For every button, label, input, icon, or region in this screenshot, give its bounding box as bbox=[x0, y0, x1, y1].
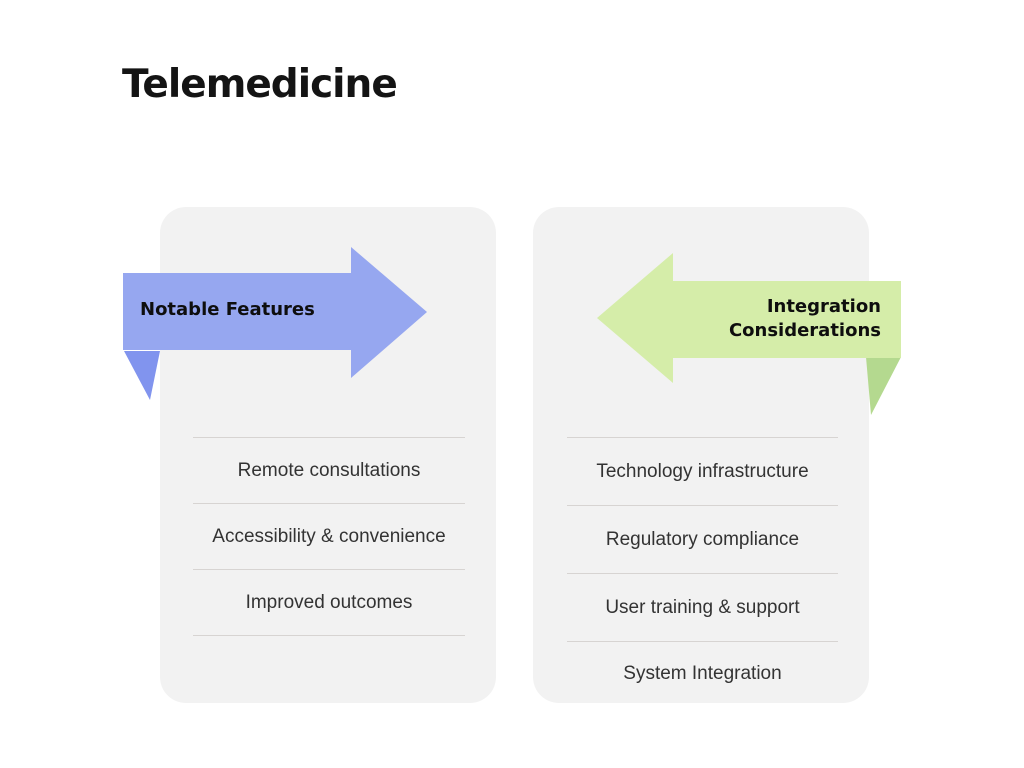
integration-considerations-list: Technology infrastructure Regulatory com… bbox=[567, 437, 838, 705]
notable-features-label: Notable Features bbox=[140, 299, 315, 320]
page-title: Telemedicine bbox=[122, 62, 398, 107]
integration-considerations-label: Integration Considerations bbox=[728, 296, 881, 341]
list-item: User training & support bbox=[567, 573, 838, 641]
list-item: System Integration bbox=[567, 641, 838, 705]
green-arrow-fold bbox=[866, 357, 901, 415]
list-item: Improved outcomes bbox=[193, 569, 465, 636]
list-item: Remote consultations bbox=[193, 437, 465, 503]
blue-arrow-fold bbox=[124, 351, 160, 400]
list-item: Accessibility & convenience bbox=[193, 503, 465, 569]
list-item: Regulatory compliance bbox=[567, 505, 838, 573]
notable-features-list: Remote consultations Accessibility & con… bbox=[193, 437, 465, 636]
list-item: Technology infrastructure bbox=[567, 437, 838, 505]
